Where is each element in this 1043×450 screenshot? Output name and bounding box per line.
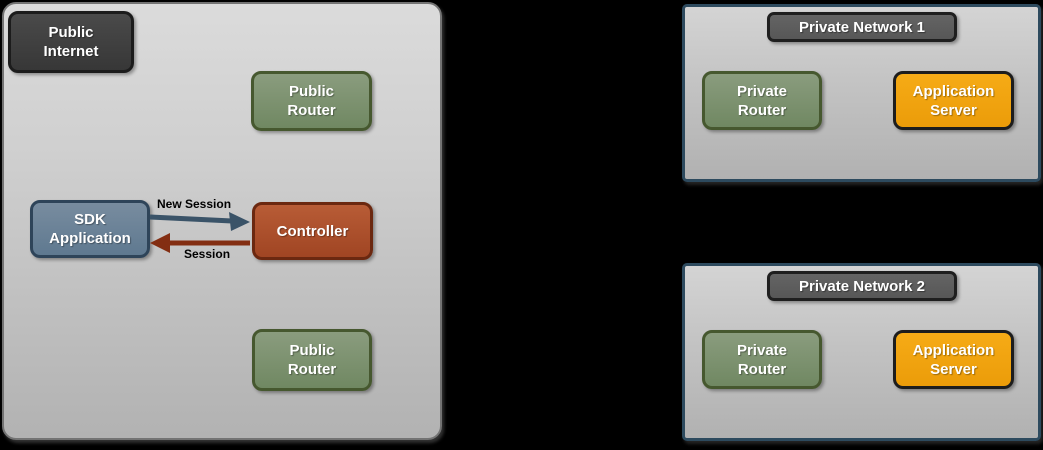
public-internet-badge: Public Internet <box>8 11 134 73</box>
new-session-label: New Session <box>157 197 232 211</box>
private-network-1-title: Private Network 1 <box>767 12 957 42</box>
public-router-top-node: Public Router <box>251 71 372 131</box>
public-internet-zone: Public Internet Public Router SDK Applic… <box>2 2 442 440</box>
application-server-2-node: Application Server <box>893 330 1014 389</box>
private-network-1-container: Private Network 1 Private Router Applica… <box>682 4 1041 182</box>
application-server-1-node: Application Server <box>893 71 1014 130</box>
controller-node: Controller <box>252 202 373 260</box>
new-session-arrow <box>149 212 250 231</box>
private-router-1-node: Private Router <box>702 71 822 130</box>
session-label: Session <box>184 247 231 261</box>
private-network-2-title: Private Network 2 <box>767 271 957 301</box>
public-router-bottom-node: Public Router <box>252 329 372 391</box>
private-network-2-container: Private Network 2 Private Router Applica… <box>682 263 1041 441</box>
private-router-2-node: Private Router <box>702 330 822 389</box>
sdk-application-node: SDK Application <box>30 200 150 258</box>
